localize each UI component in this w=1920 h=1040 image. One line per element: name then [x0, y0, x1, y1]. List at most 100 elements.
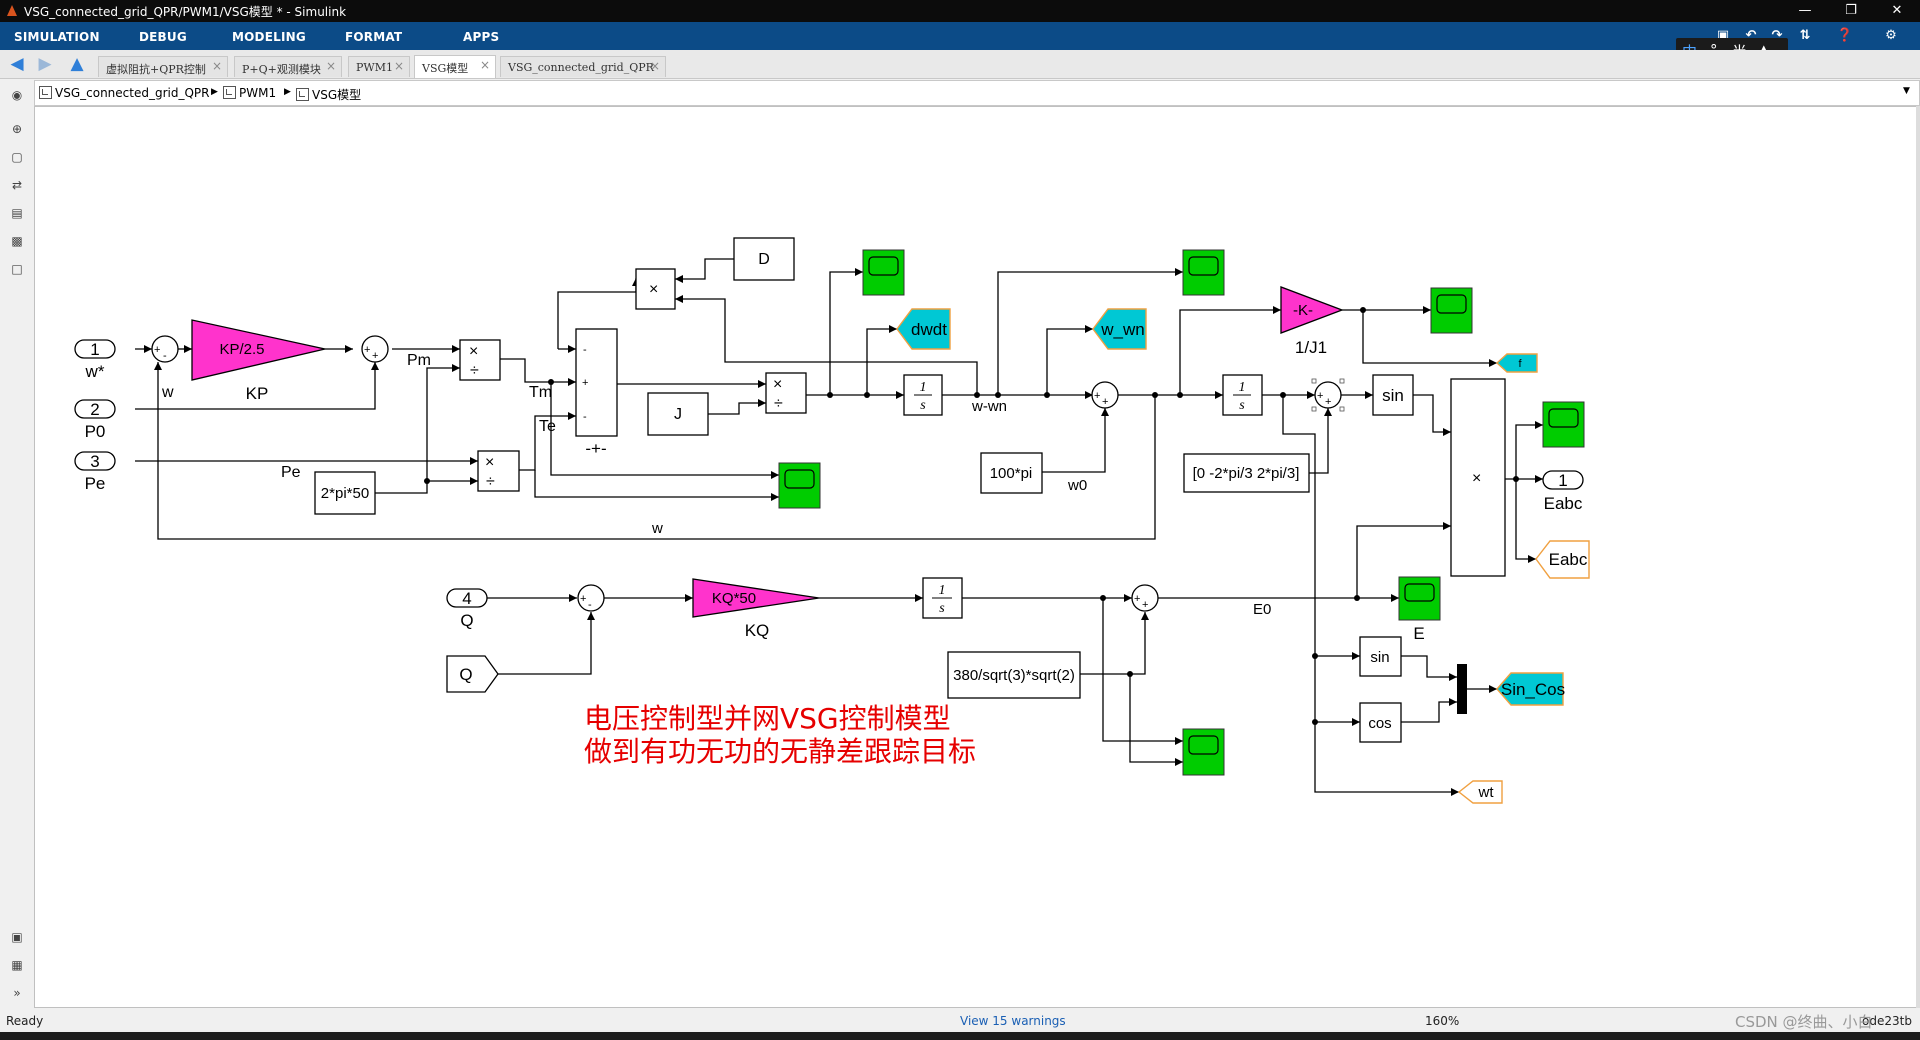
sin-block[interactable]: sin: [1372, 374, 1414, 416]
area-icon[interactable]: □: [11, 262, 23, 276]
scope-tm-te[interactable]: [778, 462, 821, 509]
gain-kq[interactable]: KQ*50 KQ: [692, 578, 820, 640]
scope-dwdt[interactable]: [862, 249, 905, 296]
integrator-q[interactable]: 1 s: [922, 577, 963, 619]
mux-block[interactable]: [1457, 664, 1467, 714]
switch-window-icon[interactable]: ⇅: [1799, 28, 1811, 43]
menu-simulation[interactable]: SIMULATION: [14, 30, 100, 44]
tab-pq-observer[interactable]: P+Q+观测模块×: [234, 56, 342, 77]
const-e0[interactable]: 380/sqrt(3)*sqrt(2): [947, 651, 1081, 699]
restore-button[interactable]: ❐: [1845, 3, 1857, 18]
const-j[interactable]: J: [647, 392, 709, 436]
vertical-scrollbar[interactable]: [1916, 106, 1920, 1008]
from-q[interactable]: Q: [446, 655, 499, 693]
sin-block-2[interactable]: sin: [1359, 636, 1402, 677]
inport-w-star[interactable]: 1 w*: [74, 339, 116, 381]
scope-e[interactable]: [1398, 576, 1441, 621]
forward-arrow-icon[interactable]: ▶: [38, 54, 52, 74]
annotation-icon[interactable]: ▤: [11, 206, 23, 220]
annotation-line-2: 做到有功无功的无静差跟踪目标: [584, 735, 976, 768]
svg-text:100*pi: 100*pi: [990, 465, 1033, 482]
chevron-down-icon[interactable]: ▼: [1903, 86, 1910, 96]
undo-icon[interactable]: ↶: [1745, 28, 1757, 43]
warnings-link[interactable]: View 15 warnings: [960, 1014, 1066, 1028]
solver-name[interactable]: ode23tb: [1862, 1014, 1912, 1028]
breadcrumb-pwm1[interactable]: PWM1: [223, 86, 276, 100]
cos-block[interactable]: cos: [1359, 702, 1402, 743]
scopes: [778, 249, 1585, 776]
goto-sin-cos[interactable]: Sin_Cos: [1496, 672, 1565, 706]
goto-wt[interactable]: wt: [1457, 780, 1503, 804]
tab-virtual-impedance[interactable]: 虚拟阻抗+QPR控制×: [98, 56, 228, 77]
image-icon[interactable]: ▩: [11, 234, 23, 248]
sum-phase[interactable]: + +: [1311, 378, 1345, 412]
minimize-button[interactable]: —: [1798, 3, 1812, 18]
scope-f[interactable]: [1430, 287, 1473, 334]
product-eabc[interactable]: ×: [1450, 378, 1506, 577]
settings-icon[interactable]: ⚙: [1885, 28, 1897, 43]
sum-e0[interactable]: + +: [1131, 584, 1159, 612]
integrator-theta[interactable]: 1 s: [1222, 374, 1263, 416]
gain-kp[interactable]: KP/2.5 KP: [191, 319, 326, 403]
breadcrumb-root[interactable]: VSG_connected_grid_QPR: [39, 86, 209, 100]
goto-eabc[interactable]: Eabc: [1535, 540, 1590, 579]
const-100pi[interactable]: 100*pi: [980, 452, 1043, 494]
product-pm[interactable]: × ÷: [459, 339, 501, 381]
sum-w-error[interactable]: + -: [151, 335, 179, 363]
zoom-icon[interactable]: ⊕: [11, 122, 23, 136]
menu-apps[interactable]: APPS: [463, 30, 500, 44]
const-d[interactable]: D: [733, 237, 795, 281]
menu-format[interactable]: FORMAT: [345, 30, 403, 44]
scope-w-wn[interactable]: [1182, 249, 1225, 296]
close-icon[interactable]: ×: [211, 59, 222, 73]
const-2pi50[interactable]: 2*pi*50: [314, 471, 376, 515]
goto-f[interactable]: f: [1495, 353, 1538, 373]
close-icon[interactable]: ×: [325, 59, 336, 73]
diagram-annotation[interactable]: 电压控制型并网VSG控制模型 做到有功无功的无静差跟踪目标: [584, 702, 976, 768]
help-icon[interactable]: ❓: [1836, 28, 1854, 43]
fit-view-icon[interactable]: ▢: [11, 150, 23, 164]
tab-vsg-model[interactable]: VSG模型×: [414, 55, 496, 78]
tab-pwm1[interactable]: PWM1×: [348, 56, 410, 77]
sum-torque[interactable]: - + - -+-: [575, 328, 618, 458]
scope-e0[interactable]: [1182, 728, 1225, 776]
close-icon[interactable]: ×: [479, 58, 490, 72]
properties-icon[interactable]: ▦: [11, 958, 23, 972]
breadcrumb-vsg[interactable]: VSG模型: [296, 86, 361, 103]
close-icon[interactable]: ×: [649, 59, 660, 73]
sum-p0[interactable]: + +: [361, 335, 389, 363]
outport-eabc[interactable]: 1 Eabc: [1542, 470, 1584, 513]
watermark: CSDN @终曲、小白: [1735, 1013, 1873, 1031]
scope-eabc[interactable]: [1542, 401, 1585, 448]
gain-1-over-j1[interactable]: -K- 1/J1: [1280, 286, 1344, 357]
hide-browser-icon[interactable]: ◉: [11, 88, 23, 102]
inport-pe[interactable]: 3 Pe: [74, 451, 116, 493]
expand-icon[interactable]: »: [13, 986, 21, 1000]
camera-icon[interactable]: ▣: [11, 930, 23, 944]
integrator-omega[interactable]: 1 s: [903, 374, 943, 416]
up-arrow-icon[interactable]: ▲: [70, 54, 84, 74]
zoom-level[interactable]: 160%: [1425, 1014, 1460, 1028]
sum-q-error[interactable]: + -: [577, 584, 605, 612]
subsystem-icon: [296, 88, 309, 101]
inport-p0[interactable]: 2 P0: [74, 399, 116, 441]
model-canvas[interactable]: 1 w* 2 P0 3 Pe 4 Q 1 Eabc: [34, 106, 1918, 1008]
goto-dwdt[interactable]: dwdt: [896, 308, 951, 350]
product-damping[interactable]: ×: [635, 268, 676, 310]
close-icon[interactable]: ×: [393, 59, 404, 73]
arrow-icon[interactable]: ⇄: [11, 178, 23, 192]
menu-modeling[interactable]: MODELING: [232, 30, 306, 44]
back-arrow-icon[interactable]: ◀: [10, 54, 24, 74]
menu-debug[interactable]: DEBUG: [139, 30, 187, 44]
product-te[interactable]: × ÷: [477, 450, 520, 492]
redo-icon[interactable]: ↷: [1771, 28, 1783, 43]
model-tab-bar: ◀ ▶ ▲ 虚拟阻抗+QPR控制× P+Q+观测模块× PWM1× VSG模型×…: [0, 50, 1920, 79]
product-inertia[interactable]: × ÷: [765, 372, 807, 414]
tab-vsg-connected-grid[interactable]: VSG_connected_grid_QPR×: [500, 56, 666, 77]
const-phase[interactable]: [0 -2*pi/3 2*pi/3]: [1183, 453, 1310, 493]
signal-pm: Pm: [407, 352, 431, 369]
close-button[interactable]: ✕: [1891, 3, 1903, 18]
inport-q[interactable]: 4 Q: [446, 588, 488, 630]
goto-w-wn[interactable]: w_wn: [1092, 308, 1147, 350]
sum-w0[interactable]: + +: [1091, 381, 1119, 409]
